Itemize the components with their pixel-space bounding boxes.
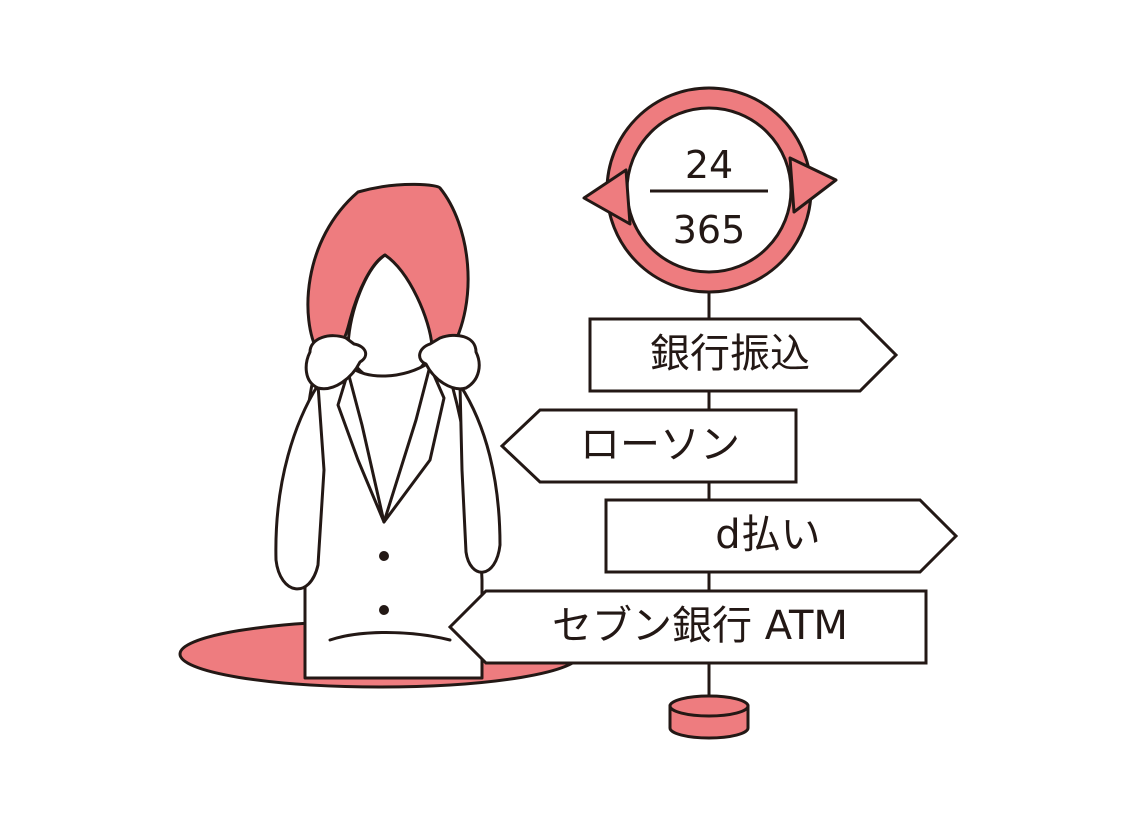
arm-right [458,383,502,574]
sign-label-lawson: ローソン [580,422,740,468]
person-figure [274,182,502,680]
sign-label-d-payment: d払い [715,512,820,558]
jacket-lapel-right [382,364,446,524]
sign-seven-bank-atm: セブン銀行 ATM [447,589,928,665]
rotation-arrow-right-icon [788,156,838,214]
clock-bottom-number: 365 [673,208,746,252]
clock-top-number: 24 [685,143,733,187]
clock-24-365: 24 365 [582,86,838,294]
arm-left [274,383,326,591]
fist-right [418,333,481,391]
jacket-lapel-left [336,370,386,524]
signpost-base [668,694,750,740]
fist-left [304,334,368,391]
sign-lawson: ローソン [499,408,798,484]
jacket-button-2 [379,605,389,615]
sign-bank-transfer: 銀行振込 [588,317,899,393]
sign-d-payment: d払い [604,498,959,574]
sign-label-bank-transfer: 銀行振込 [650,331,810,377]
rotation-arrow-left-icon [582,168,632,226]
sign-label-seven-bank-atm: セブン銀行 ATM [552,603,848,649]
jacket-button-1 [379,551,389,561]
